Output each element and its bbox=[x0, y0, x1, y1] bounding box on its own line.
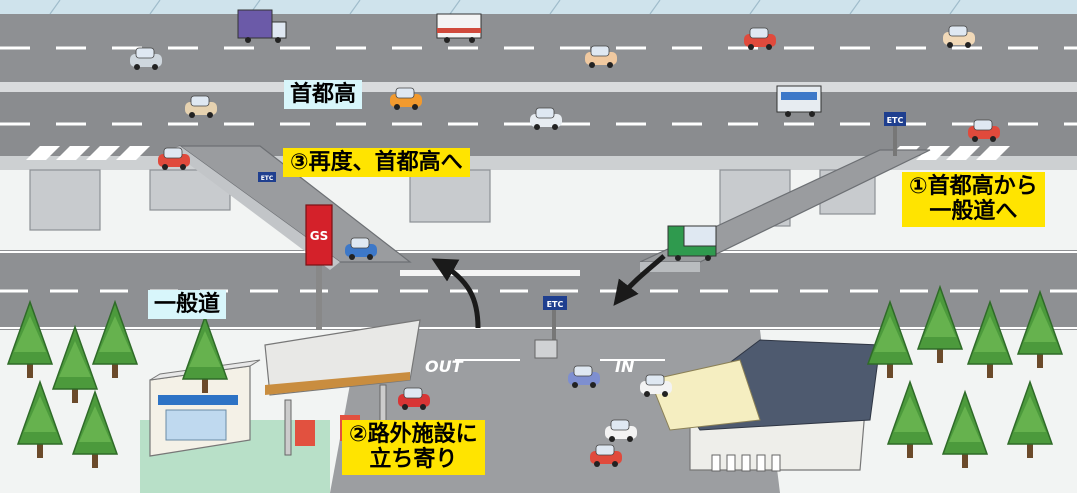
etc-sign-text: ETC bbox=[547, 300, 564, 309]
step2-label-line2: 立ち寄り bbox=[369, 447, 458, 473]
step1-label-line1: ①首都高から bbox=[909, 174, 1038, 199]
general-road-label: 一般道 bbox=[148, 290, 227, 320]
truck-icon bbox=[667, 225, 717, 261]
bus-icon bbox=[776, 85, 822, 117]
skyline-strip bbox=[0, 0, 1077, 15]
etc-gate-upper: ETC bbox=[884, 112, 906, 156]
etc-gate-lower: ETC bbox=[534, 296, 567, 359]
step1-label-line2: 一般道へ bbox=[929, 199, 1018, 225]
arrow-icon bbox=[431, 258, 481, 329]
etc-sign-text: ETC bbox=[887, 116, 904, 125]
truck-icon bbox=[237, 9, 287, 43]
expressway-upper-deck bbox=[0, 14, 1077, 92]
arrow-icon bbox=[613, 254, 666, 306]
out-marking: OUT bbox=[425, 357, 464, 376]
service-building bbox=[649, 339, 881, 472]
etc-sign-text: ETC bbox=[261, 175, 274, 182]
step1-label: ①首都高から 一般道へ bbox=[902, 172, 1045, 227]
on-ramp bbox=[170, 145, 412, 270]
gs-sign-text: GS bbox=[310, 229, 329, 243]
step2-label: ②路外施設に 立ち寄り bbox=[342, 420, 485, 475]
step3-label: ③再度、首都高へ bbox=[283, 148, 470, 178]
step2-label-line1: ②路外施設に bbox=[349, 422, 478, 447]
gas-station bbox=[264, 319, 421, 456]
vehicles bbox=[129, 9, 1001, 468]
expressway-label: 首都高 bbox=[284, 80, 363, 110]
truck-icon bbox=[436, 13, 482, 43]
in-marking: IN bbox=[615, 357, 635, 376]
etc-gate-ramp: ETC bbox=[258, 172, 276, 182]
gs-sign: GS bbox=[305, 204, 333, 330]
